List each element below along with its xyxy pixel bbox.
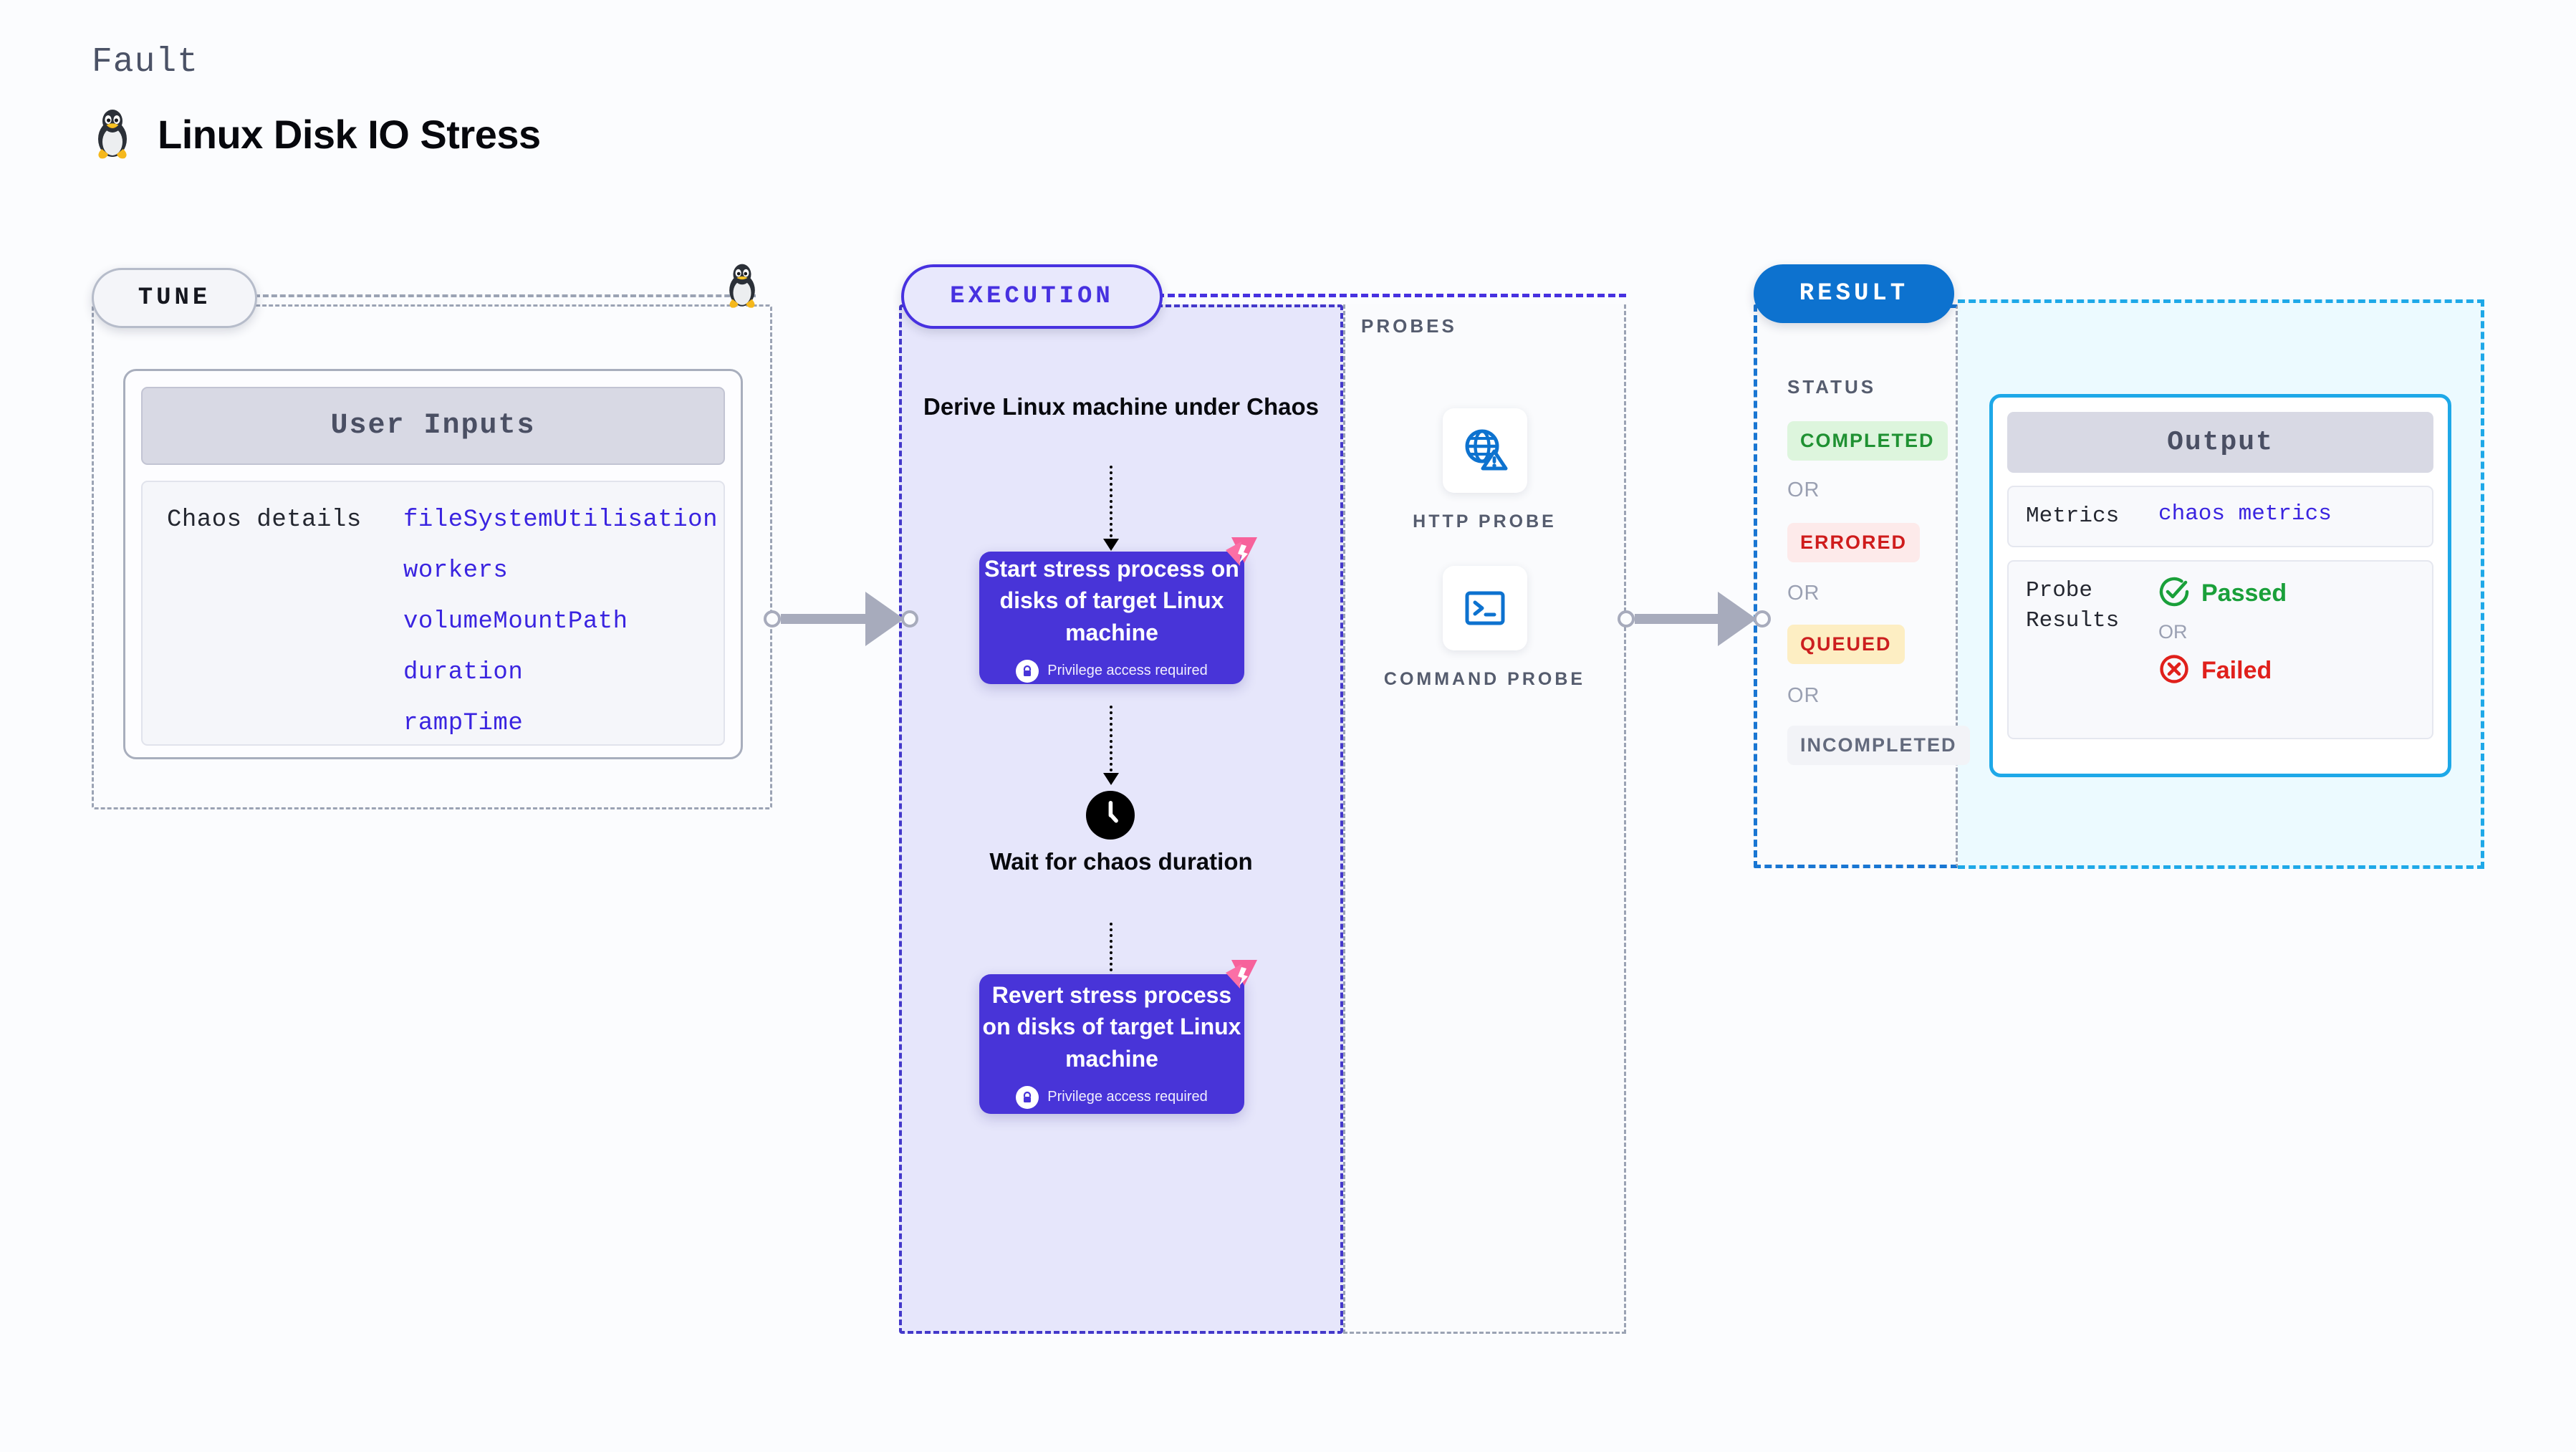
title-row: Linux Disk IO Stress (92, 107, 541, 160)
lock-icon (1016, 1085, 1039, 1109)
tune-badge[interactable]: TUNE (92, 268, 257, 328)
failed-label: Failed (2201, 656, 2272, 684)
connector-dot (1754, 610, 1771, 628)
connector-tune-to-execution (764, 592, 918, 646)
probe-results-values: Passed OR Failed (2158, 576, 2287, 688)
user-inputs-header: User Inputs (141, 387, 725, 465)
revert-stress-step[interactable]: Revert stress process on disks of target… (979, 960, 1257, 1114)
privilege-row: Privilege access required (1016, 659, 1208, 683)
connector-dot (764, 610, 781, 628)
metrics-key: Metrics (2026, 504, 2120, 529)
chaos-details-label: Chaos details (167, 506, 362, 534)
passed-label: Passed (2201, 579, 2287, 607)
flow-arrow-head (1103, 773, 1119, 785)
flow-arrow-head (1103, 539, 1119, 551)
or-label: OR (1787, 479, 1820, 501)
connector-arrowhead (1718, 592, 1756, 646)
metrics-value[interactable]: chaos metrics (2158, 501, 2332, 527)
chaos-param-list: fileSystemUtilisation workers volumeMoun… (403, 506, 718, 744)
check-circle-icon (2158, 576, 2190, 611)
or-label: OR (1787, 582, 1820, 605)
status-label: STATUS (1787, 376, 1877, 398)
list-item[interactable]: volumeMountPath (403, 608, 628, 635)
connector-probes-to-result (1618, 592, 1771, 646)
status-badge: QUEUED (1787, 625, 1905, 664)
probe-caption: HTTP PROBE (1413, 511, 1557, 532)
linux-penguin-icon (92, 107, 133, 160)
flow-arrow-line (1110, 923, 1112, 994)
execution-top-dashed-line (1157, 294, 1626, 297)
result-badge[interactable]: RESULT (1754, 264, 1954, 323)
status-badge: INCOMPLETED (1787, 726, 1970, 765)
probes-label: PROBES (1361, 315, 1457, 337)
clock-icon (1086, 791, 1135, 843)
table-row: Metrics chaos metrics (2007, 486, 2433, 547)
privilege-row: Privilege access required (1016, 1085, 1208, 1109)
result-status-panel (1754, 304, 1958, 868)
probe-item-command[interactable]: COMMAND PROBE (1343, 566, 1626, 692)
status-badge: COMPLETED (1787, 421, 1948, 461)
table-row: Probe Results Passed OR (2007, 559, 2433, 739)
probe-results-key: Probe Results (2026, 577, 2120, 633)
step-title: Revert stress process on disks of target… (982, 982, 1241, 1072)
litmus-logo-icon (1224, 534, 1261, 574)
connector-bar (1635, 614, 1719, 624)
start-stress-step[interactable]: Start stress process on disks of target … (979, 537, 1257, 684)
privilege-note: Privilege access required (1047, 663, 1208, 679)
tune-top-dashed-line (254, 294, 756, 297)
probe-caption: COMMAND PROBE (1383, 669, 1586, 689)
status-badge: ERRORED (1787, 523, 1921, 562)
list-item[interactable]: fileSystemUtilisation (403, 506, 718, 534)
probe-result-failed: Failed (2158, 653, 2287, 688)
flow-arrow-line (1110, 706, 1112, 777)
flow-arrow-line (1110, 466, 1112, 543)
user-inputs-card: User Inputs Chaos details fileSystemUtil… (123, 369, 743, 759)
x-circle-icon (2158, 653, 2190, 688)
probe-item-http[interactable]: HTTP PROBE (1343, 408, 1626, 534)
connector-arrowhead (865, 592, 904, 646)
tune-panel (92, 304, 772, 809)
execution-badge[interactable]: EXECUTION (901, 264, 1163, 329)
lock-icon (1016, 659, 1039, 683)
privilege-note: Privilege access required (1047, 1089, 1208, 1105)
globe-warning-icon (1442, 408, 1527, 493)
output-header: Output (2007, 412, 2433, 473)
page-header: Fault Linux Disk IO Stress (92, 43, 541, 160)
page-title: Linux Disk IO Stress (158, 111, 541, 157)
connector-bar (781, 614, 867, 624)
page-kicker: Fault (92, 43, 199, 82)
list-item[interactable]: workers (403, 557, 509, 585)
step-title: Start stress process on disks of target … (984, 556, 1239, 645)
user-inputs-body: Chaos details fileSystemUtilisation work… (141, 481, 725, 746)
list-item[interactable]: duration (403, 659, 524, 686)
terminal-icon (1442, 566, 1527, 650)
connector-dot (1618, 610, 1635, 628)
or-label: OR (2158, 620, 2188, 643)
connector-dot (901, 610, 918, 628)
derive-step-label: Derive Linux machine under Chaos (923, 393, 1319, 420)
or-label: OR (1787, 684, 1820, 707)
linux-penguin-icon (724, 262, 761, 309)
list-item[interactable]: rampTime (403, 710, 524, 737)
litmus-logo-icon (1224, 957, 1261, 996)
probe-result-passed: Passed (2158, 576, 2287, 611)
output-card: Output Metrics chaos metrics Probe Resul… (1989, 394, 2451, 777)
wait-step-label: Wait for chaos duration (989, 848, 1253, 875)
